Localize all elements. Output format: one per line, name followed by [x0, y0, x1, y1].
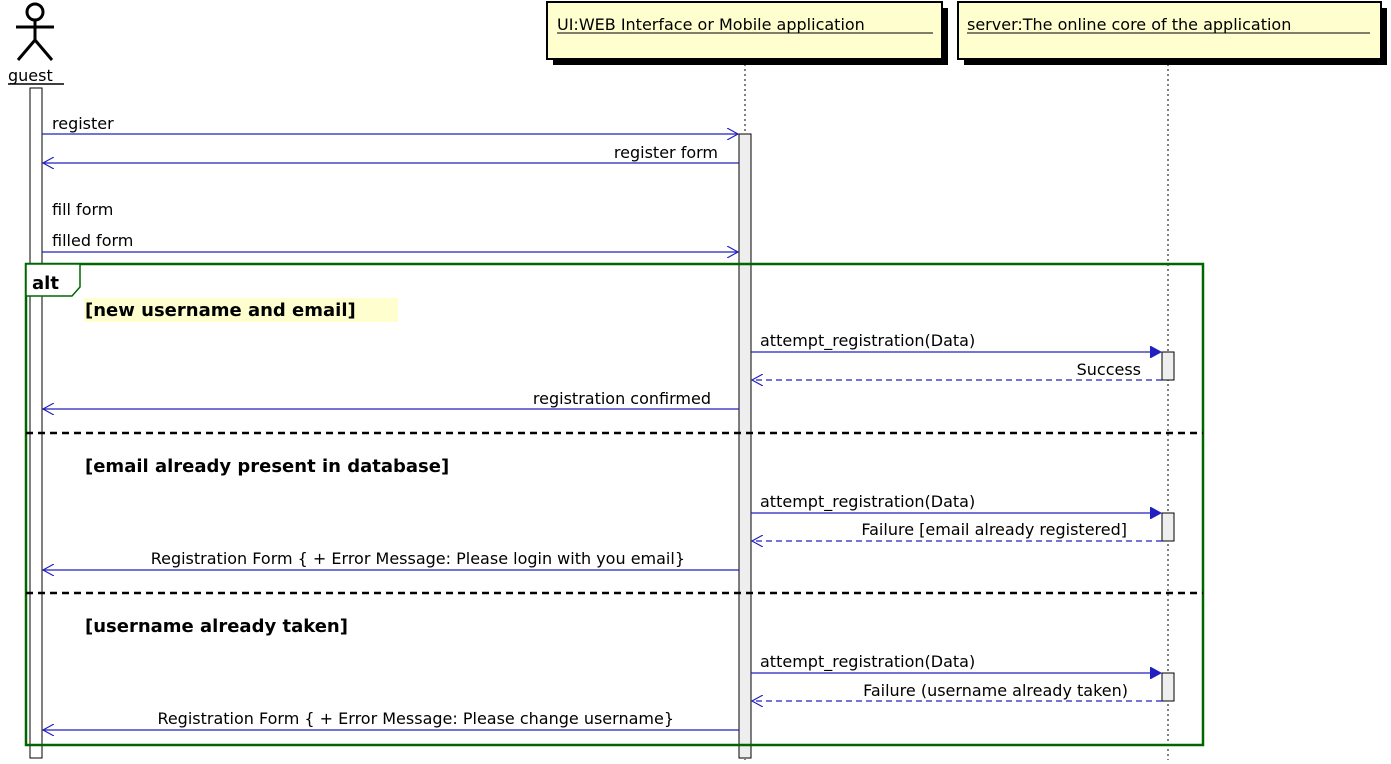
alt-fragment: alt	[24, 262, 1205, 747]
server-activation-3	[1161, 672, 1175, 702]
msg-failure-email-label: Failure [email already registered]	[861, 520, 1127, 539]
msg-attempt2-label: attempt_registration(Data)	[760, 492, 975, 512]
guest-label: guest	[8, 66, 53, 85]
guest-actor-icon	[16, 2, 54, 61]
server-activation-2	[1161, 512, 1175, 542]
server-activation-1	[1161, 351, 1175, 381]
msg-failure-username-label: Failure (username already taken)	[863, 681, 1128, 700]
msg-register-form-label: register form	[614, 143, 718, 162]
msg-registration-confirmed-label: registration confirmed	[533, 389, 711, 408]
ui-activation	[738, 133, 752, 759]
msg-attempt3-label: attempt_registration(Data)	[760, 652, 975, 672]
guard2-label: [email already present in database]	[85, 456, 449, 477]
msg-success-label: Success	[1077, 360, 1141, 379]
guard3-label: [username already taken]	[85, 616, 348, 637]
msg-register-label: register	[52, 114, 114, 133]
msg-filled-form-label: filled form	[52, 231, 133, 250]
msg-error-email-label: Registration Form { + Error Message: Ple…	[151, 549, 685, 568]
ui-participant: UI:WEB Interface or Mobile application	[546, 1, 948, 65]
ui-participant-label: UI:WEB Interface or Mobile application	[557, 15, 865, 34]
note-fill-form: fill form	[52, 200, 113, 219]
msg-attempt1-label: attempt_registration(Data)	[760, 331, 975, 351]
guest-activation	[29, 87, 43, 759]
msg-error-username-label: Registration Form { + Error Message: Ple…	[157, 709, 674, 728]
guard1-highlight	[84, 298, 398, 322]
alt-keyword: alt	[32, 273, 59, 294]
server-participant-label: server:The online core of the applicatio…	[967, 15, 1291, 34]
guard1-label: [new username and email]	[85, 300, 356, 321]
server-participant: server:The online core of the applicatio…	[957, 1, 1387, 65]
